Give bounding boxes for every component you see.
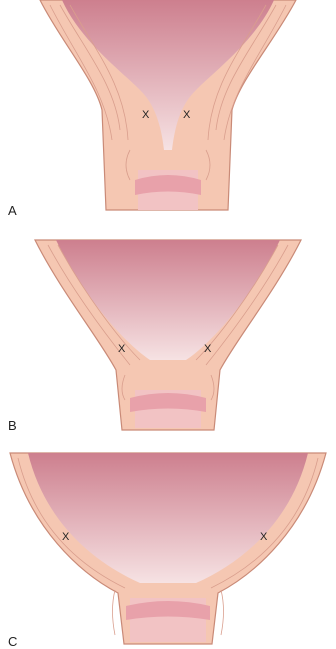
uterus-diagram-a: X X [0,0,336,215]
panel-c: X X C [0,448,336,649]
uterus-diagram-b: X X [0,230,336,435]
mark-x-right: X [183,109,191,121]
mark-x-left: X [62,531,70,543]
mark-x-left: X [118,343,126,355]
panel-label-b: B [8,418,17,433]
panel-a: X X A [0,0,336,215]
panel-b: X X B [0,230,336,435]
uterus-diagram-c: X X [0,448,336,649]
mark-x-left: X [142,109,150,121]
mark-x-right: X [260,531,268,543]
panel-label-c: C [8,634,17,649]
mark-x-right: X [204,343,212,355]
panel-label-a: A [8,203,17,218]
uterine-cavity [28,453,308,583]
